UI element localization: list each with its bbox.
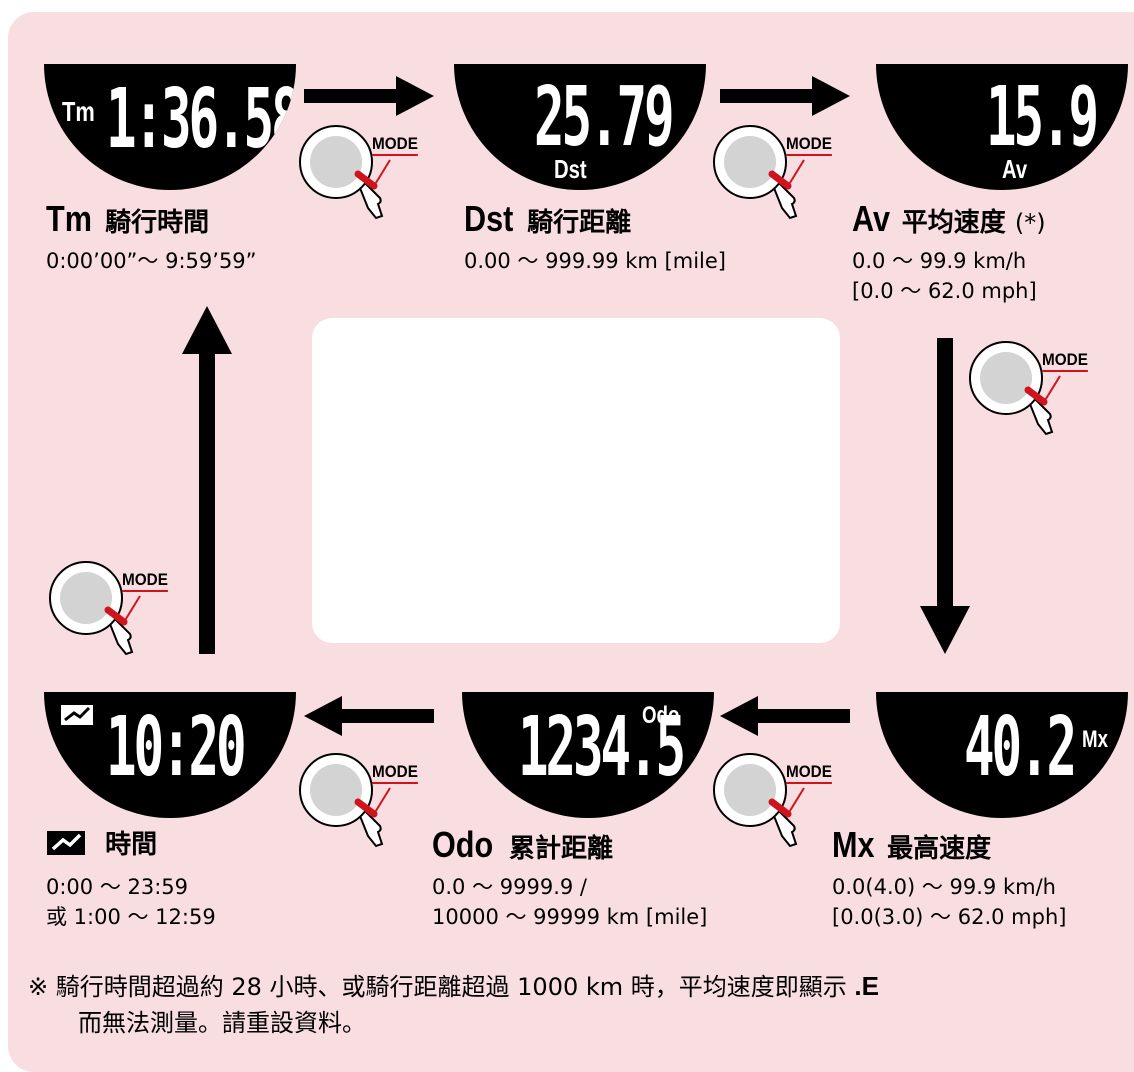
range-line: 0.00 ～ 999.99 km [mile] [464,249,726,273]
screen-tag-tm: Tm [62,96,95,127]
arrow-right-icon [720,76,850,116]
mode-button[interactable]: MODE [712,124,862,244]
title-abbr-dst: Dst [464,198,514,239]
footnote-text: ※ 騎行時間超過約 28 小時、或騎行距離超過 1000 km 時，平均速度即顯… [28,973,847,1001]
title-zh-tm: 騎行時間 [105,208,210,238]
clock-icon [47,831,85,855]
screen-digits-dst: 25.79 [534,70,675,165]
range-line: 或 1:00 ～ 12:59 [46,905,216,929]
title-abbr-odo: Odo [432,824,494,865]
title-trip-distance: Dst 騎行距離 [464,198,631,240]
mode-button[interactable]: MODE [48,560,198,680]
range-clock: 0:00 ～ 23:59 或 1:00 ～ 12:59 [46,872,216,932]
range-line: 10000 ～ 99999 km [mile] [432,905,708,929]
mode-button-icon [49,561,141,656]
range-average-speed: 0.0 ～ 99.9 km/h [0.0 ～ 62.0 mph] [852,246,1037,306]
mode-button-icon [969,341,1061,436]
screen-tag-dst: Dst [554,154,587,184]
title-zh-mx: 最高速度 [887,834,992,864]
screen-digits-odo: 1234.5 [518,700,686,795]
title-zh-odo: 累計距離 [509,834,614,864]
title-zh-clock: 時間 [105,830,158,860]
arrow-up-icon [182,306,232,654]
title-elapsed-time: Tm 騎行時間 [46,198,209,240]
mode-button-label: MODE [786,762,832,784]
mode-button-label: MODE [372,762,418,784]
screen-digits-clock: 10:20 [106,700,247,795]
mode-button-label: MODE [1042,350,1088,372]
range-line: 0.0 ～ 9999.9 / [432,875,587,899]
arrow-down-icon [920,338,970,654]
mode-button-icon [713,753,805,848]
screen-tag-odo: Odo [642,702,680,729]
title-clock: 時間 [46,824,157,861]
mode-button-icon [713,125,805,220]
center-display-area [312,318,840,643]
error-code: .E [854,971,879,1001]
title-max-speed: Mx 最高速度 [832,824,991,866]
mode-button-label: MODE [786,134,832,156]
range-elapsed-time: 0:00’00”～ 9:59’59” [46,246,257,276]
title-zh-dst: 騎行距離 [527,208,632,238]
range-line: 0:00’00”～ 9:59’59” [46,249,257,273]
range-trip-distance: 0.00 ～ 999.99 km [mile] [464,246,726,276]
arrow-right-icon [304,76,434,116]
screen-digits-tm: 1:36.58 [106,72,296,167]
title-average-speed: Av 平均速度 (*) [852,198,1046,240]
screen-tag-mx: Mx [1082,726,1109,753]
footnote-line-2: 而無法測量。請重設資料。 [78,1009,366,1037]
range-line: 0.0 ～ 99.9 km/h [852,249,1027,273]
mode-button[interactable]: MODE [712,752,862,872]
title-abbr-mx: Mx [832,824,875,865]
title-zh-av: 平均速度 [901,208,1006,238]
range-line: 0:00 ～ 23:59 [46,875,189,899]
mode-button-icon [299,753,391,848]
range-max-speed: 0.0(4.0) ～ 99.9 km/h [0.0(3.0) ～ 62.0 mp… [832,872,1066,932]
title-odometer: Odo 累計距離 [432,824,613,866]
title-abbr-av: Av [852,198,890,239]
mode-button[interactable]: MODE [968,340,1118,460]
range-odometer: 0.0 ～ 9999.9 / 10000 ～ 99999 km [mile] [432,872,707,932]
screen-digits-mx: 40.2 [964,700,1077,795]
range-line: [0.0 ～ 62.0 mph] [852,279,1037,303]
mode-button-icon [299,125,391,220]
screen-tag-av: Av [1002,154,1028,184]
footnote: ※ 騎行時間超過約 28 小時、或騎行距離超過 1000 km 時，平均速度即顯… [28,968,879,1041]
title-note-av: (*) [1014,209,1046,237]
mode-button[interactable]: MODE [298,752,448,872]
mode-button-label: MODE [372,134,418,156]
range-line: 0.0(4.0) ～ 99.9 km/h [832,875,1056,899]
title-abbr-tm: Tm [46,198,92,239]
arrow-left-icon [304,696,434,736]
clock-icon [61,705,93,725]
footnote-line-1: ※ 騎行時間超過約 28 小時、或騎行距離超過 1000 km 時，平均速度即顯… [28,968,879,1005]
arrow-left-icon [720,696,850,736]
mode-button[interactable]: MODE [298,124,448,244]
mode-button-label: MODE [122,570,168,592]
range-line: [0.0(3.0) ～ 62.0 mph] [832,905,1067,929]
screen-digits-av: 15.9 [986,70,1099,165]
